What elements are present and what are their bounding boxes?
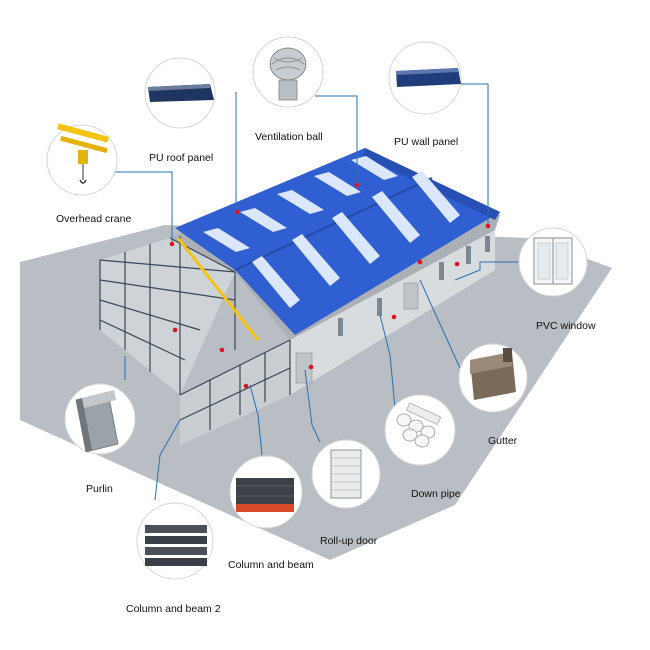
red-markers — [169, 182, 491, 389]
blue-roof — [175, 148, 500, 335]
callout-pu-wall-panel: PU wall panel — [388, 41, 462, 148]
ventilator-icon — [269, 47, 307, 101]
callout-column-and-beam: Column and beam — [228, 455, 314, 571]
callout-pu-roof-panel: PU roof panel — [144, 57, 216, 164]
overhead-crane-icon — [57, 123, 109, 184]
crane-girder — [176, 237, 260, 341]
skylights — [203, 156, 460, 308]
label-down-pipe: Down pipe — [411, 488, 461, 500]
label-purlin: Purlin — [86, 483, 113, 495]
wall-panel-icon — [396, 68, 461, 87]
label-pvc-window: PVC window — [536, 320, 596, 332]
label-ventilation-ball: Ventilation ball — [255, 131, 323, 143]
callout-down-pipe: Down pipe — [384, 394, 461, 500]
callout-roll-up-door: Roll-up door — [311, 439, 381, 547]
leader-lines — [115, 83, 522, 501]
label-pu-wall-panel: PU wall panel — [394, 136, 458, 148]
callout-purlin: Purlin — [64, 383, 136, 495]
warehouse-building — [99, 148, 500, 445]
gutter-icon — [470, 348, 516, 400]
steel-beam-stack-icon — [145, 525, 207, 566]
roof-panel-icon — [148, 84, 214, 102]
label-roll-up-door: Roll-up door — [320, 535, 378, 547]
callout-ventilation-ball: Ventilation ball — [252, 36, 324, 143]
label-gutter: Gutter — [488, 435, 518, 447]
label-column-and-beam-2: Column and beam 2 — [126, 603, 221, 615]
callout-pvc-window: PVC window — [518, 227, 596, 332]
label-overhead-crane: Overhead crane — [56, 213, 131, 225]
callout-column-and-beam-2: Column and beam 2 — [126, 502, 221, 615]
rollup-door-icon — [330, 449, 362, 499]
callout-gutter: Gutter — [458, 343, 528, 447]
pipe-icon — [396, 402, 442, 448]
front-windows — [338, 236, 490, 336]
front-door-2 — [403, 282, 419, 310]
label-pu-roof-panel: PU roof panel — [149, 152, 213, 164]
purlin-icon — [75, 390, 119, 453]
label-column-and-beam: Column and beam — [228, 559, 314, 571]
steel-beam-icon — [236, 478, 294, 512]
callout-overhead-crane: Overhead crane — [46, 123, 131, 225]
window-icon — [533, 237, 573, 285]
